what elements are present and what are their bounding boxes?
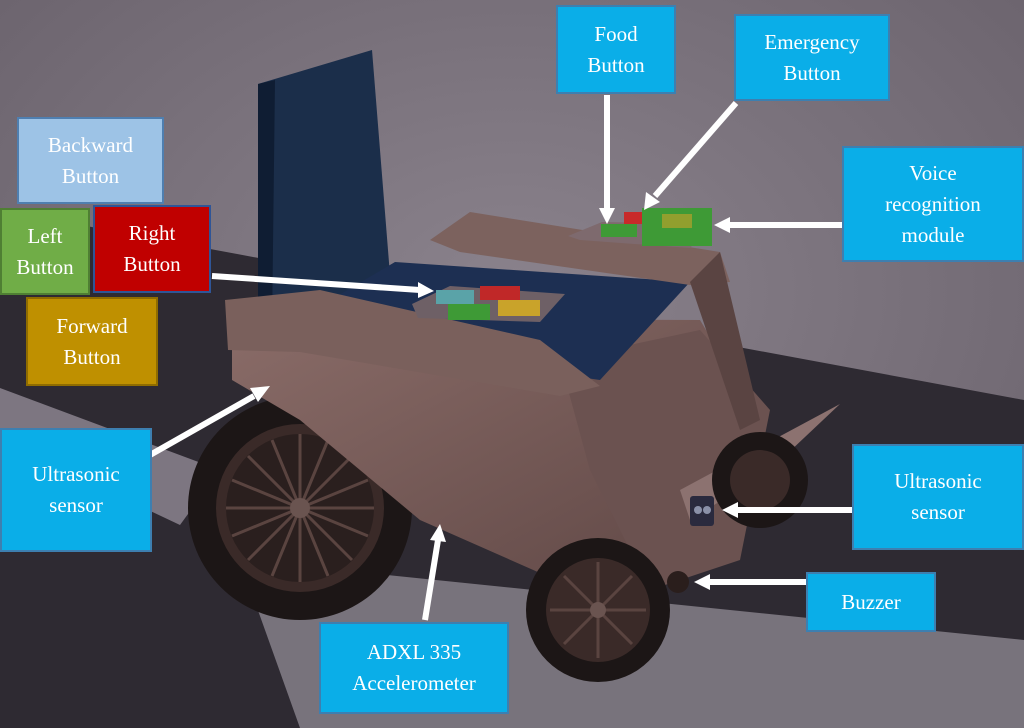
arrow-right-button — [211, 273, 421, 293]
arrow-adxl — [422, 539, 441, 621]
right-armrest — [430, 212, 730, 285]
buzzer-label: Buzzer — [806, 572, 936, 632]
forward-button-label: Forward Button — [26, 297, 158, 386]
food-button-label: Food Button — [556, 5, 676, 94]
left-armrest — [225, 290, 600, 396]
forward-key — [498, 300, 540, 316]
ultrasonic-eye-1 — [694, 506, 702, 514]
arrow-voice-head — [714, 217, 730, 233]
backrest — [258, 50, 392, 330]
arrow-buzzer-head — [694, 574, 710, 590]
front-wheel — [526, 538, 670, 682]
left-key — [448, 304, 490, 320]
left-button-label: Left Button — [0, 208, 90, 295]
food-key — [601, 224, 637, 237]
voice-recognition-label: Voice recognition module — [842, 146, 1024, 262]
arrow-emergency-head — [644, 192, 660, 210]
ultrasonic-sensor-front — [690, 496, 714, 526]
arrow-emergency — [652, 101, 739, 198]
armrest-riser — [690, 252, 760, 430]
front-wheel-far — [712, 432, 808, 528]
ultrasonic-sensor-right-label: Ultrasonic sensor — [852, 444, 1024, 550]
backrest-side — [258, 80, 275, 330]
ultrasonic-eye-2 — [703, 506, 711, 514]
buzzer-device — [667, 571, 689, 593]
arrow-food-head — [599, 208, 615, 224]
chassis-front — [560, 330, 770, 590]
voice-module-inset — [662, 214, 692, 228]
arrow-right-button-head — [418, 282, 434, 298]
backward-key — [436, 290, 474, 304]
emergency-button-label: Emergency Button — [734, 14, 890, 101]
accelerometer-label: ADXL 335 Accelerometer — [319, 622, 509, 714]
right-key — [480, 286, 520, 300]
arrow-ultrasonic-left — [148, 393, 256, 458]
right-button-label: Right Button — [93, 205, 211, 293]
arrow-ultrasonic-left-head — [250, 386, 270, 402]
ultrasonic-sensor-left-label: Ultrasonic sensor — [0, 428, 152, 552]
arrow-ultrasonic-right-head — [722, 502, 738, 518]
backward-button-label: Backward Button — [17, 117, 164, 204]
arrow-adxl-head — [430, 524, 446, 542]
rear-wheel — [188, 396, 412, 620]
